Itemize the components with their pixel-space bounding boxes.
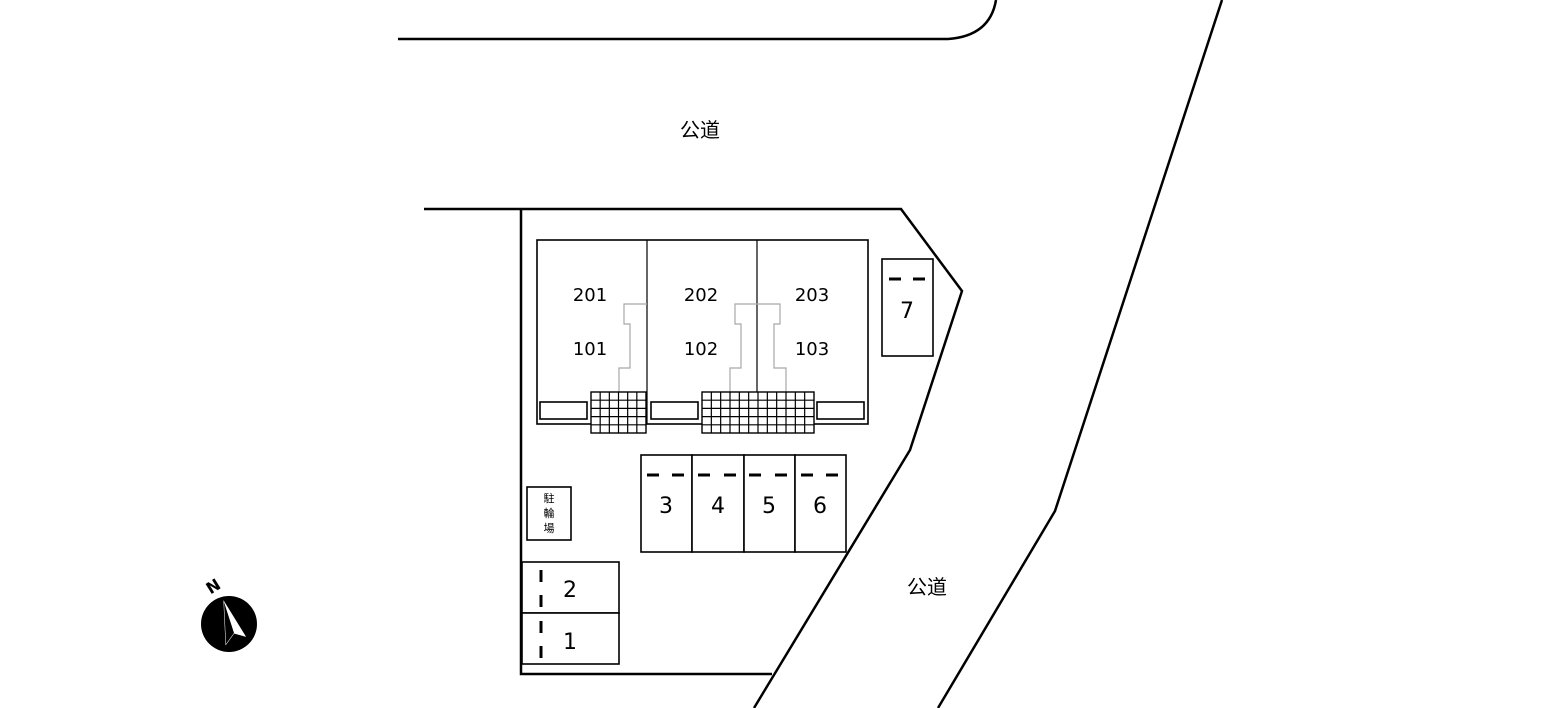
parking-space-2 xyxy=(521,561,620,614)
parking-number: 7 xyxy=(900,299,914,324)
unit-101: 101 xyxy=(573,339,607,360)
parking-space-4 xyxy=(691,454,745,553)
compass-north-label: N xyxy=(203,575,224,598)
bicycle-parking: 駐 輪 場 xyxy=(526,486,572,541)
north-road-edge xyxy=(398,0,998,41)
parking-number: 4 xyxy=(711,494,725,519)
parking-number: 3 xyxy=(659,494,673,519)
parking-space-5 xyxy=(743,454,796,553)
balcony xyxy=(539,401,588,420)
bicycle-parking-label: 場 xyxy=(544,522,555,535)
north-road-label: 公道 xyxy=(680,118,720,142)
parking-row-3-6: 3 4 5 6 xyxy=(640,454,847,553)
bicycle-parking-label: 駐 xyxy=(544,491,555,505)
entrance-grating xyxy=(590,391,815,434)
unit-203: 203 xyxy=(795,285,829,306)
lot-boundary xyxy=(424,207,964,708)
stairwell xyxy=(618,303,647,392)
lot-west-boundary xyxy=(519,209,772,676)
unit-103: 103 xyxy=(795,339,829,360)
parking-space-3 xyxy=(640,454,693,553)
parking-space-6 xyxy=(794,454,847,553)
parking-number: 1 xyxy=(563,630,577,655)
parking-number: 2 xyxy=(563,578,577,603)
east-road-label: 公道 xyxy=(907,575,947,599)
unit-201: 201 xyxy=(573,285,607,306)
parking-space-7: 7 xyxy=(881,258,934,357)
unit-202: 202 xyxy=(684,285,718,306)
bicycle-parking-label: 輪 xyxy=(544,506,555,520)
stairwell xyxy=(729,303,787,392)
balcony xyxy=(650,401,699,420)
parking-number: 6 xyxy=(813,494,827,519)
parking-number: 5 xyxy=(762,494,776,519)
parking-row-1-2: 2 1 xyxy=(521,561,620,665)
parking-space-1 xyxy=(521,612,620,665)
north-compass: N xyxy=(201,575,257,652)
east-road-outer-edge xyxy=(936,0,1224,708)
apartment-building: 201 101 202 102 203 103 xyxy=(536,239,869,434)
balcony xyxy=(816,401,865,420)
unit-102: 102 xyxy=(684,339,718,360)
